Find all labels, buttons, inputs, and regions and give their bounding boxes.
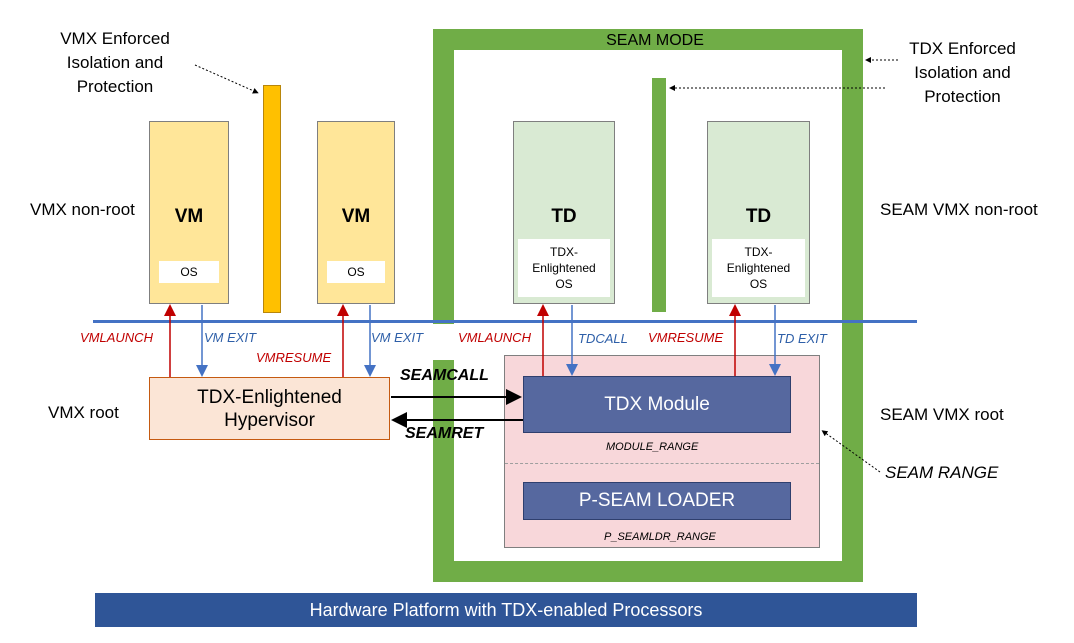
td-exit-label: TD EXIT [777,331,827,346]
os-box: OS [159,261,219,283]
td-box: TD TDX-Enlightened OS [513,121,615,304]
vmx-leader-line [194,64,259,94]
vmlaunch-right-label: VMLAUNCH [458,330,531,345]
vm-exit-label: VM EXIT [371,330,424,345]
tdx-enforced-label: TDX Enforced Isolation and Protection [909,39,1016,106]
td-title: TD [551,206,577,227]
tdx-module-box: TDX Module [523,376,791,433]
tdx-enlightened-os-box: TDX-Enlightened OS [518,239,610,297]
td-box: TD TDX-Enlightened OS [707,121,810,304]
module-range-label: MODULE_RANGE [606,441,699,453]
vm-title: VM [341,206,371,227]
vm-title: VM [174,206,204,227]
hardware-platform-label: Hardware Platform with TDX-enabled Proce… [309,599,703,620]
vmx-root-boundary-line [93,320,917,323]
vmx-enforced-label: VMX Enforced Isolation and Protection [60,29,170,96]
hypervisor-box: TDX-Enlightened Hypervisor [149,377,390,440]
vmresume-left-label: VMRESUME [256,350,332,365]
seam-frame-gap [433,324,455,360]
pseamldr-range-label: P_SEAMLDR_RANGE [604,531,716,543]
vmx-nonroot-label: VMX non-root [30,200,135,219]
seamcall-label: SEAMCALL [400,367,489,384]
hardware-platform-bar: Hardware Platform with TDX-enabled Proce… [95,593,917,627]
seam-mode-label: SEAM MODE [606,32,704,49]
vmx-root-label: VMX root [48,403,119,422]
tdx-isolation-bar [652,78,666,312]
seam-range-label: SEAM RANGE [885,463,999,482]
seam-vmx-nonroot-label: SEAM VMX non-root [880,200,1038,219]
vmlaunch-left-label: VMLAUNCH [80,330,153,345]
vm-box: VM OS [149,121,229,304]
td-title: TD [745,206,772,227]
vmx-isolation-bar [263,85,281,313]
vm-exit-label: VM EXIT [204,330,257,345]
vmresume-right-label: VMRESUME [648,330,724,345]
seam-vmx-root-label: SEAM VMX root [880,405,1004,424]
tdcall-label: TDCALL [578,331,628,346]
range-divider [505,463,819,464]
os-box: OS [327,261,385,283]
hypervisor-label: TDX-Enlightened Hypervisor [197,386,342,431]
pseam-loader-box: P-SEAM LOADER [523,482,791,520]
vm-box: VM OS [317,121,395,304]
tdx-enlightened-os-box: TDX-Enlightened OS [712,239,805,297]
seamret-label: SEAMRET [405,425,484,442]
